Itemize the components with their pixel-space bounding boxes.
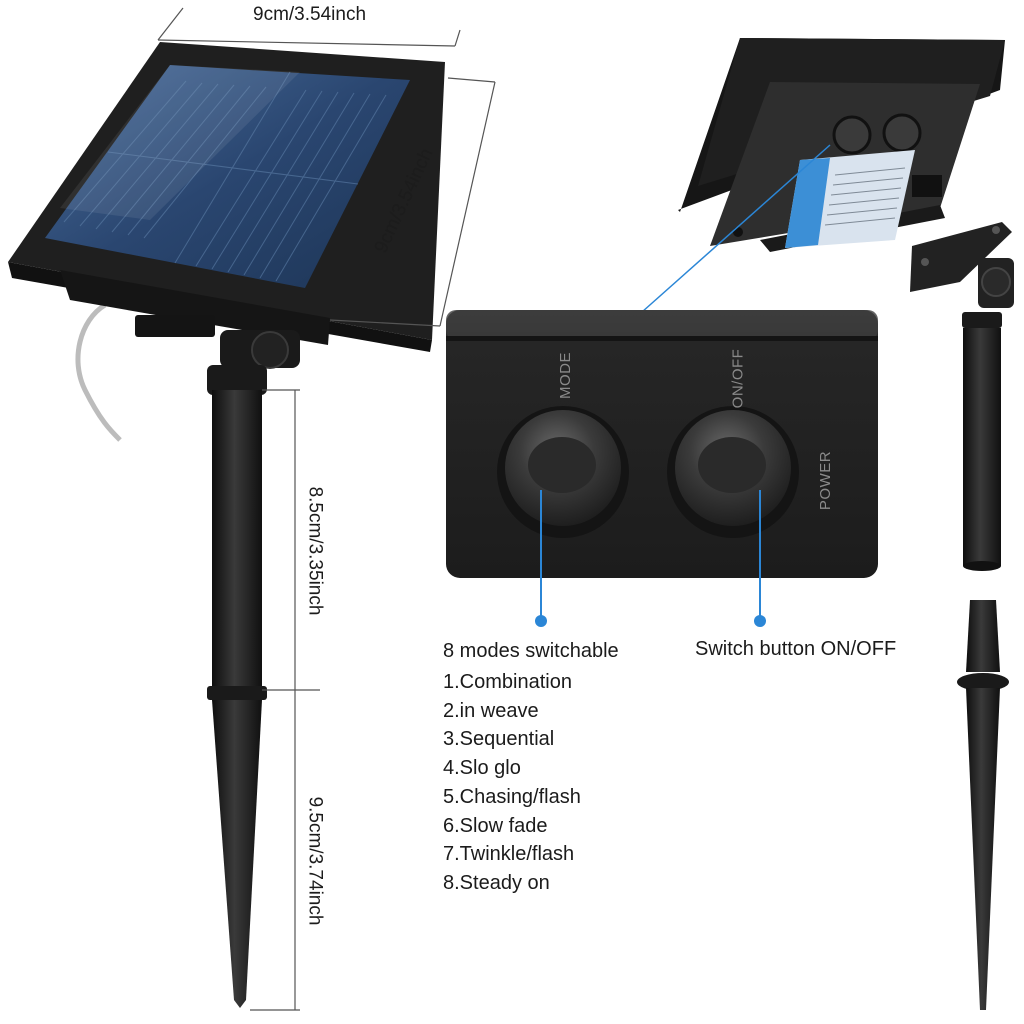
stake-lower-label: 9.5cm/3.74inch bbox=[304, 796, 326, 926]
list-item: 3.Sequential bbox=[443, 728, 555, 751]
mount-bracket bbox=[910, 222, 1014, 571]
ground-spike bbox=[957, 600, 1009, 1010]
list-item: 6.Slow fade bbox=[443, 814, 548, 837]
ground-stake bbox=[207, 365, 267, 1008]
panel-back-view bbox=[678, 38, 1005, 252]
mode-button[interactable] bbox=[497, 406, 629, 538]
modes-list: 1.Combination 2.in weave 3.Sequential 4.… bbox=[443, 668, 581, 898]
list-item: 1.Combination bbox=[443, 671, 572, 693]
button-callouts bbox=[535, 490, 766, 627]
onoff-label: ON/OFF bbox=[729, 348, 747, 409]
onoff-button[interactable] bbox=[667, 406, 799, 538]
modes-title: 8 modes switchable bbox=[443, 640, 619, 662]
dimension-lines bbox=[157, 7, 496, 1011]
callout-line bbox=[641, 144, 831, 313]
stake-upper-label: 8.5cm/3.35inch bbox=[304, 486, 326, 616]
switch-button-caption: Switch button ON/OFF bbox=[695, 638, 897, 660]
list-item: 4.Slo glo bbox=[443, 757, 521, 780]
power-label: POWER bbox=[817, 450, 835, 511]
list-item: 2.in weave bbox=[443, 699, 539, 722]
panel-width-label: 9cm/3.54inch bbox=[253, 4, 367, 25]
solar-panel bbox=[8, 42, 445, 442]
list-item: 8.Steady on bbox=[443, 871, 550, 894]
list-item: 5.Chasing/flash bbox=[443, 785, 581, 808]
mode-label: MODE bbox=[557, 352, 574, 399]
list-item: 7.Twinkle/flash bbox=[443, 843, 575, 866]
